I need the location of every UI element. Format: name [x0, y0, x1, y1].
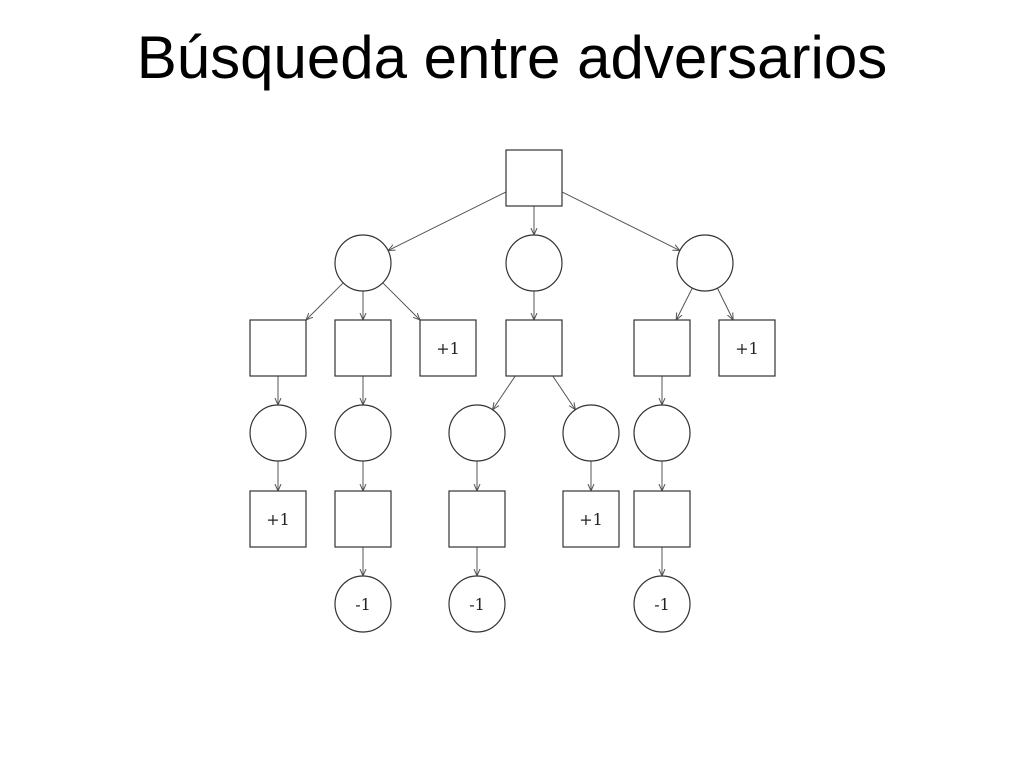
min-node-circle-c5: [334, 404, 392, 462]
circle-shape: [633, 404, 691, 462]
square-shape: [718, 319, 776, 377]
tree-edge-s4-c6: [493, 375, 516, 410]
max-node-square-s11: [633, 490, 691, 548]
min-node-circle-c10: -1: [448, 575, 506, 633]
square-shape: [334, 319, 392, 377]
circle-shape: [676, 234, 734, 292]
max-node-square-s5: [633, 319, 691, 377]
max-node-square-s3: +1: [419, 319, 477, 377]
min-node-circle-c9: -1: [334, 575, 392, 633]
min-node-circle-c6: [448, 404, 506, 462]
max-node-square-s4: [505, 319, 563, 377]
tree-edge-c1-s1: [306, 282, 344, 320]
tree-nodes: +1 +1 +1 +1 -1 -1 -1: [249, 149, 776, 633]
tree-edge-root-c1: [388, 191, 507, 251]
node-value-label: -1: [469, 595, 485, 614]
node-value-label: +1: [266, 510, 290, 529]
max-node-square-s8: [334, 490, 392, 548]
square-shape: [249, 490, 307, 548]
circle-shape: [448, 575, 506, 633]
min-node-circle-c2: [505, 234, 563, 292]
tree-edge-c1-s3: [382, 282, 420, 320]
circle-shape: [633, 575, 691, 633]
square-shape: [334, 490, 392, 548]
tree-edge-c3-s6: [716, 287, 733, 320]
min-node-circle-c4: [249, 404, 307, 462]
max-node-square-s7: +1: [249, 490, 307, 548]
max-node-square-s10: +1: [562, 490, 620, 548]
node-value-label: -1: [654, 595, 670, 614]
square-shape: [562, 490, 620, 548]
max-node-square-root: [505, 149, 563, 207]
square-shape: [419, 319, 477, 377]
circle-shape: [249, 404, 307, 462]
circle-shape: [505, 234, 563, 292]
square-shape: [633, 319, 691, 377]
node-value-label: +1: [579, 510, 603, 529]
square-shape: [448, 490, 506, 548]
tree-edges: [278, 191, 733, 576]
max-node-square-s6: +1: [718, 319, 776, 377]
node-value-label: +1: [436, 339, 460, 358]
square-shape: [505, 149, 563, 207]
circle-shape: [334, 234, 392, 292]
circle-shape: [334, 404, 392, 462]
square-shape: [249, 319, 307, 377]
tree-edge-c3-s5: [676, 287, 693, 320]
min-node-circle-c7: [562, 404, 620, 462]
node-value-label: -1: [355, 595, 371, 614]
min-node-circle-c11: -1: [633, 575, 691, 633]
max-node-square-s2: [334, 319, 392, 377]
min-node-circle-c8: [633, 404, 691, 462]
max-node-square-s9: [448, 490, 506, 548]
node-value-label: +1: [735, 339, 759, 358]
circle-shape: [334, 575, 392, 633]
max-node-square-s1: [249, 319, 307, 377]
tree-edge-root-c3: [561, 191, 680, 251]
tree-edge-s4-c7: [552, 375, 576, 410]
circle-shape: [448, 404, 506, 462]
circle-shape: [562, 404, 620, 462]
square-shape: [633, 490, 691, 548]
min-node-circle-c3: [676, 234, 734, 292]
square-shape: [505, 319, 563, 377]
min-node-circle-c1: [334, 234, 392, 292]
slide-title: Búsqueda entre adversarios: [136, 24, 888, 91]
